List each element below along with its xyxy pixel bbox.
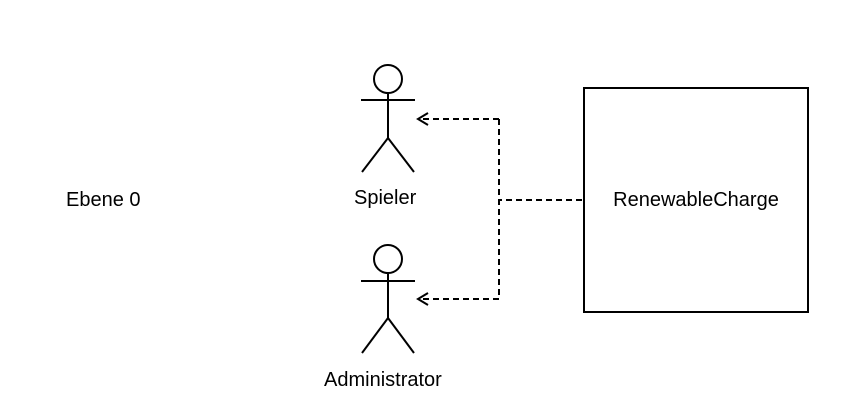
arrowhead-admin-icon [416,292,429,306]
actor-admin-leg-right [387,317,415,354]
arrowhead-player-icon [416,112,429,126]
system-box[interactable]: RenewableCharge [583,87,809,313]
system-box-label: RenewableCharge [613,188,779,211]
actor-admin-leg-left [361,317,389,354]
arrowheads [416,112,429,306]
actor-admin-figure[interactable] [361,244,415,354]
level-label: Ebene 0 [66,189,141,211]
actor-player-figure[interactable] [361,64,415,173]
dependency-connectors [420,118,582,300]
actor-admin-head [373,244,403,274]
actor-player-label: Spieler [354,187,417,209]
actor-admin-label: Administrator [324,369,442,391]
actor-player-leg-right [387,137,415,173]
actor-player-head [373,64,403,94]
actor-player-leg-left [361,137,389,173]
